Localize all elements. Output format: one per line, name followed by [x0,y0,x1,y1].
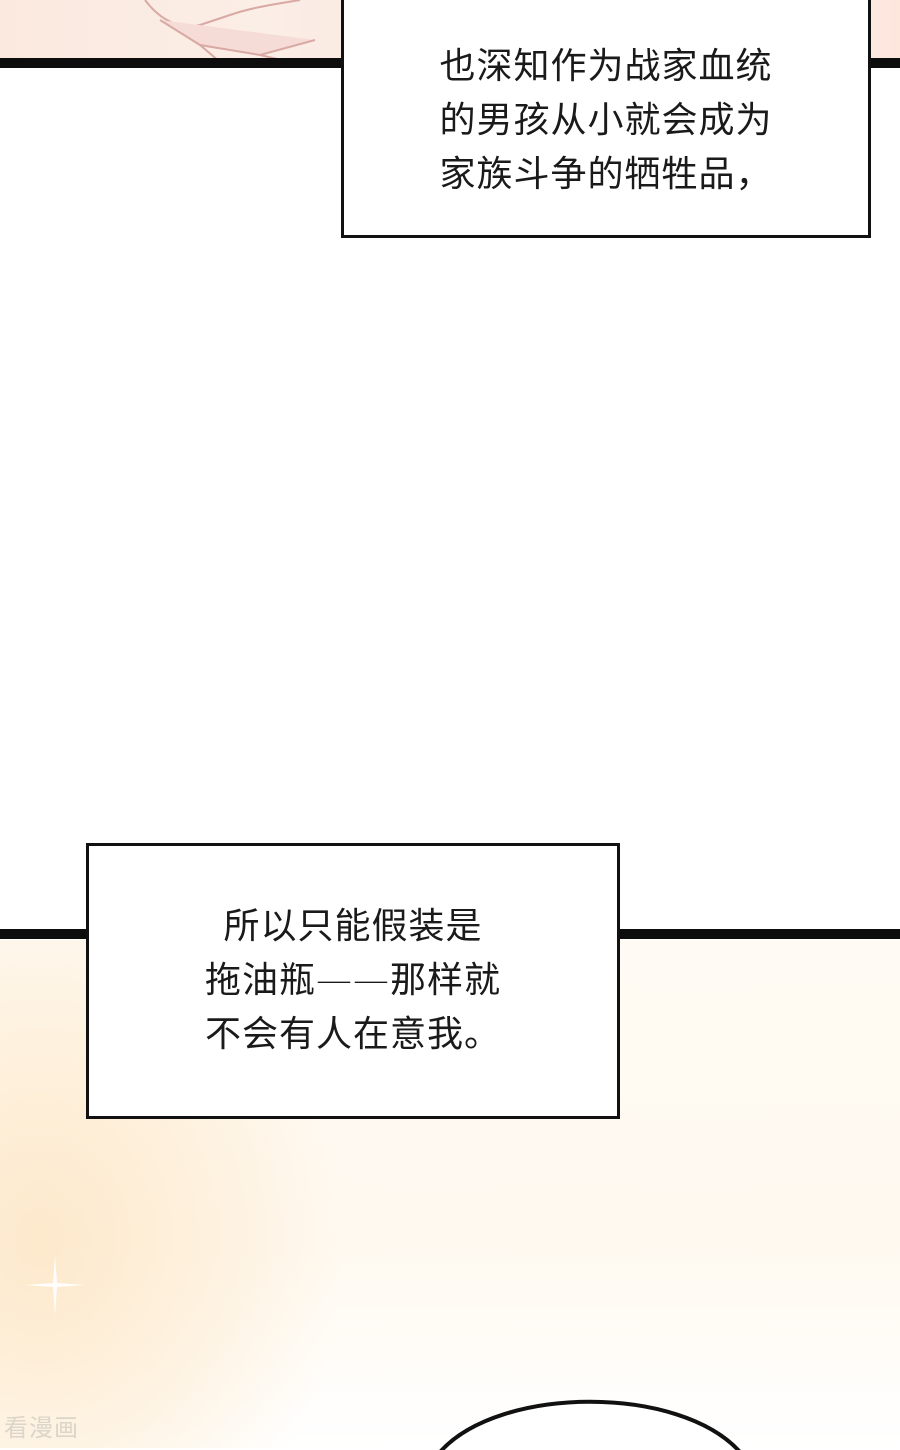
caption-text-2: 所以只能假装是 拖油瓶——那样就 不会有人在意我。 [204,906,501,1055]
speech-bubble-top [439,1399,741,1450]
caption-text-1: 也深知作为战家血统 的男孩从小就会成为 家族斗争的牺牲品， [439,45,773,195]
panel-divider-mid-left [0,929,90,939]
panel-divider-top-left [0,58,345,68]
panel-divider-top-right [868,58,900,68]
hand-illustration-icon [144,0,316,62]
panel-divider-mid-right [618,929,900,939]
caption-box-2: 所以只能假装是 拖油瓶——那样就 不会有人在意我。 [86,843,620,1119]
caption-box-1: 也深知作为战家血统 的男孩从小就会成为 家族斗争的牺牲品， [341,0,871,238]
sparkle-icon [25,1255,85,1315]
watermark: 看漫画 [4,1414,79,1442]
